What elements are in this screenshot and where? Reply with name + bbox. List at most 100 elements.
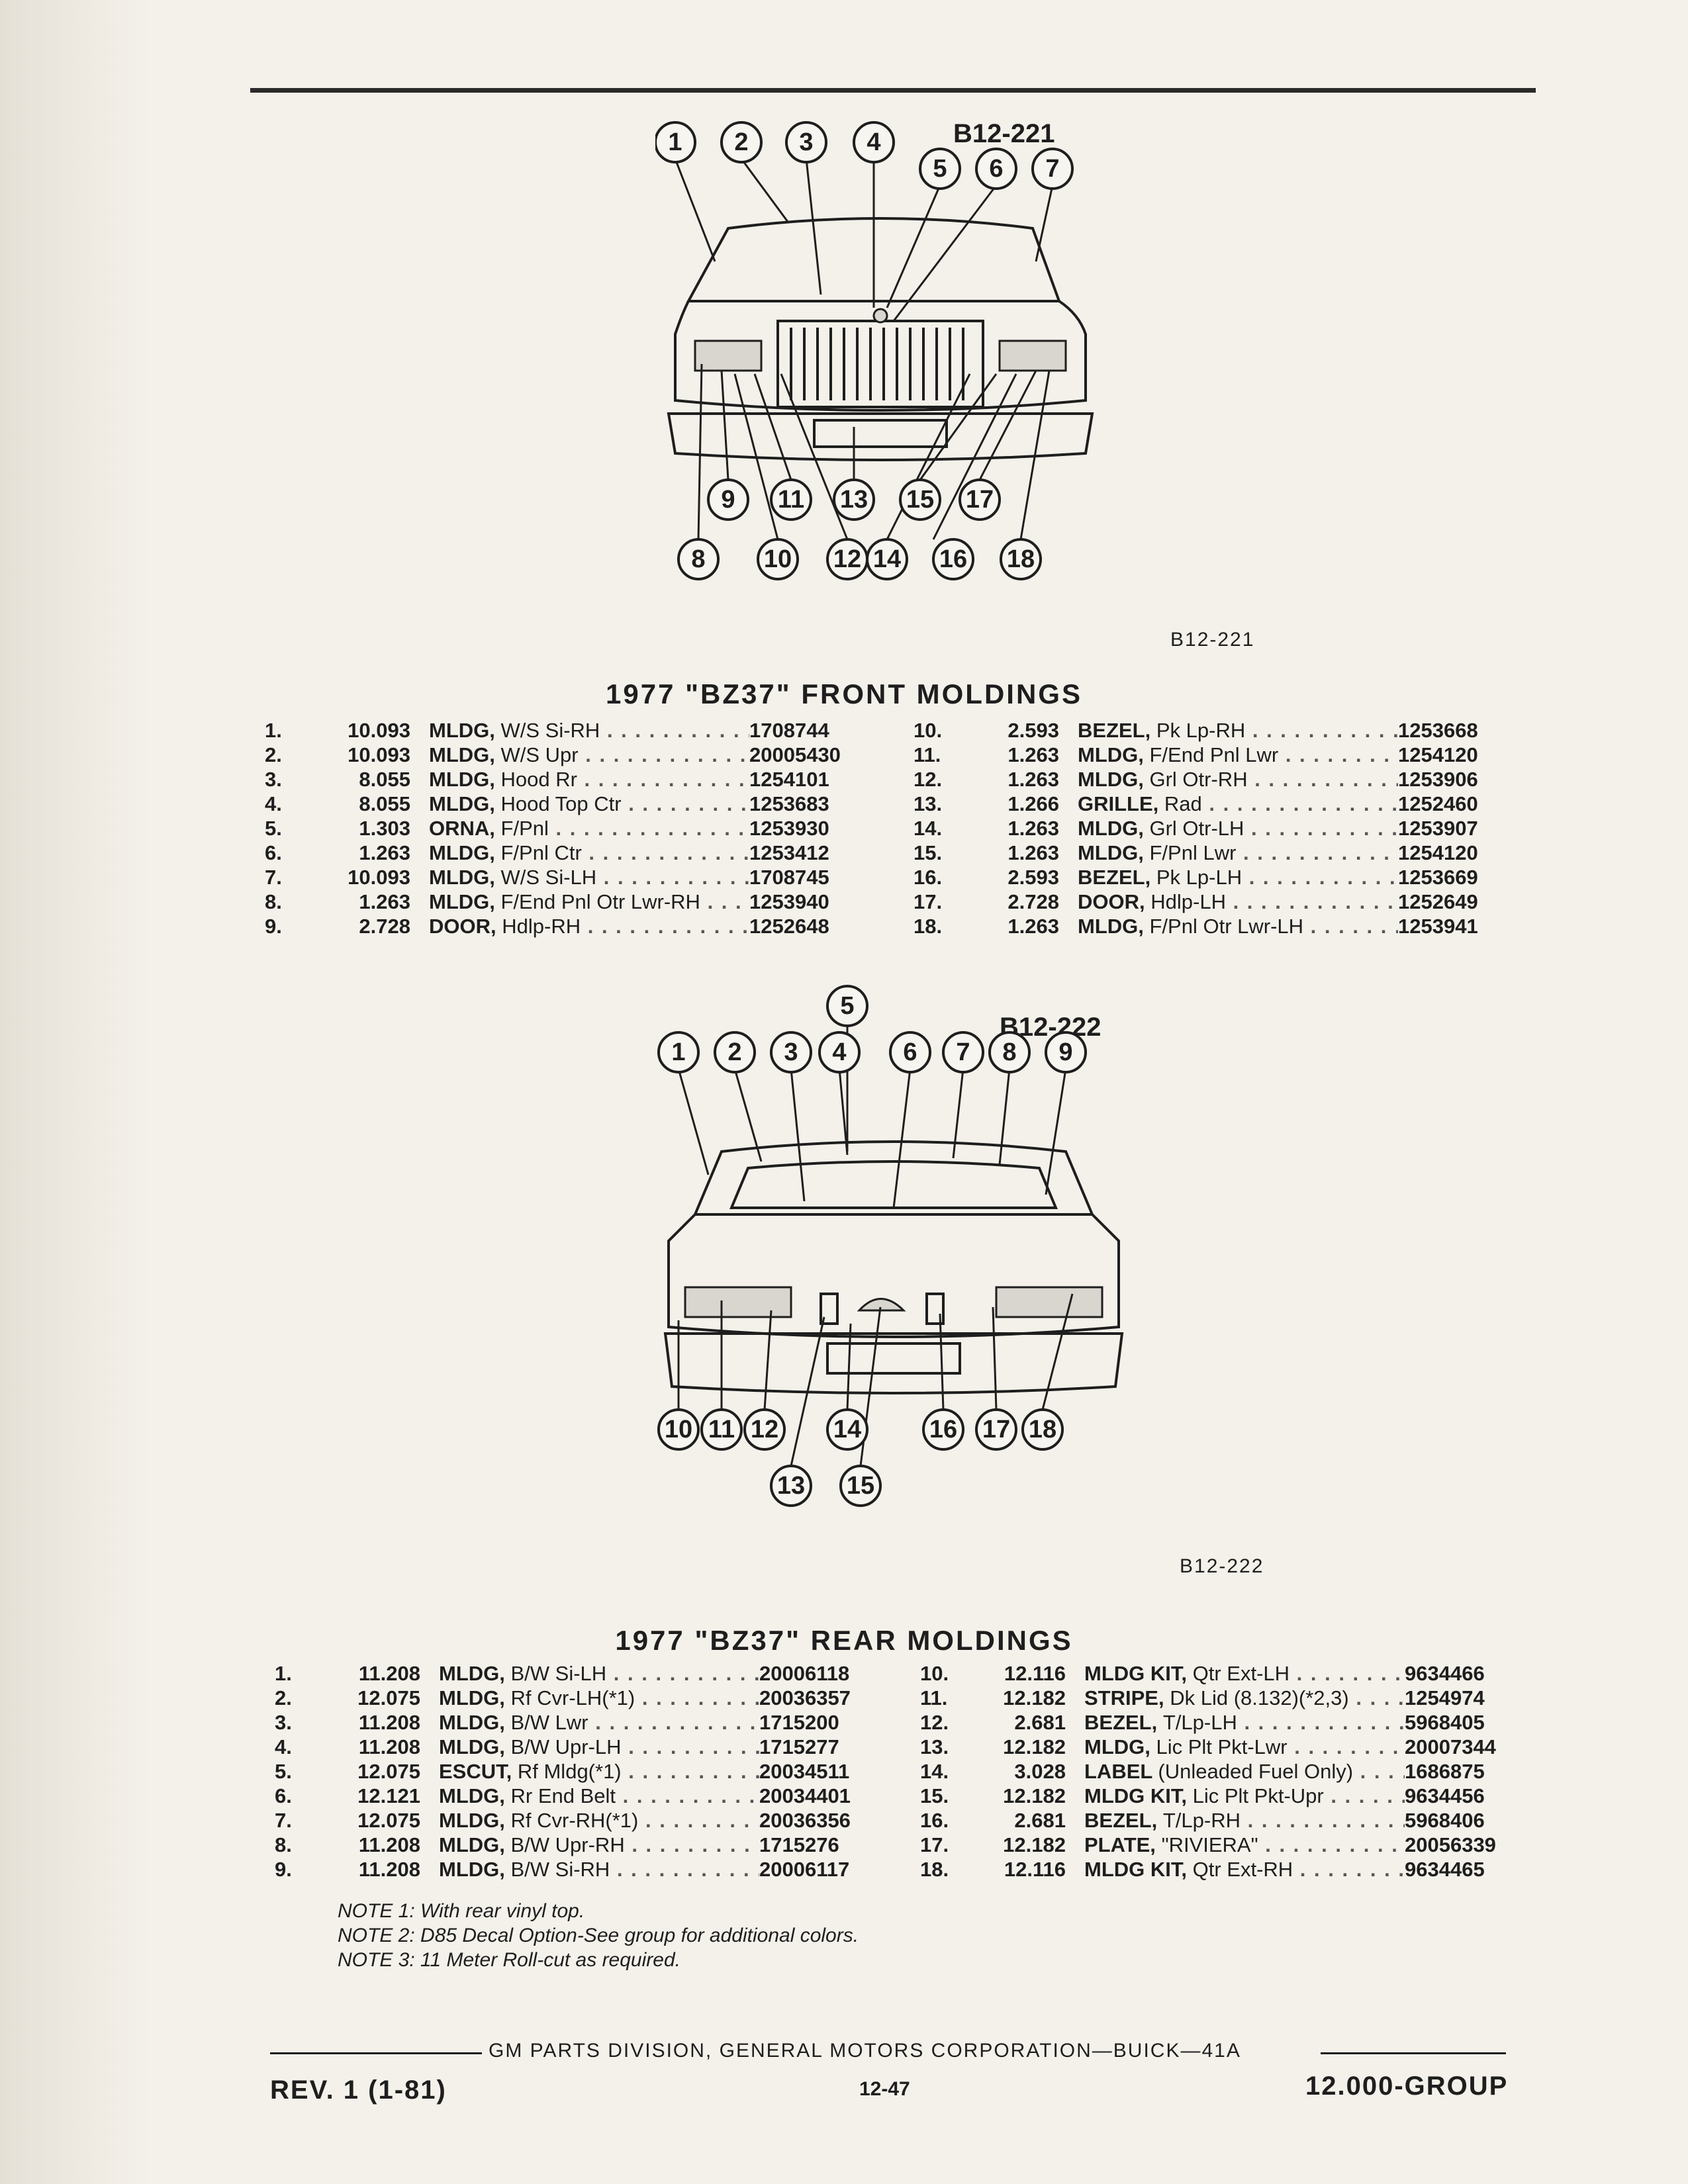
dot-leader: . . . . . . . . . . . . . . . . . . . . … <box>1331 1784 1405 1807</box>
callout-9: 9 <box>707 478 749 521</box>
dot-leader: . . . . . . . . . . . . . . . . . . . . … <box>1285 743 1398 766</box>
rear-figure-label: B12-222 <box>1180 1555 1264 1577</box>
callout-14: 14 <box>826 1408 868 1451</box>
dot-leader: . . . . . . . . . . . . . . . . . . . . … <box>1356 1686 1405 1709</box>
dot-leader: . . . . . . . . . . . . . . . . . . . . … <box>1248 865 1398 889</box>
dot-leader: . . . . . . . . . . . . . . . . . . . . … <box>1310 914 1398 938</box>
front-diagram-code: B12-221 <box>953 119 1055 148</box>
svg-text:4: 4 <box>867 128 880 156</box>
footer-rule-right <box>1321 2052 1506 2054</box>
dot-leader: . . . . . . . . . . . . . . . . . . . . … <box>1247 1808 1405 1832</box>
scan-edge <box>0 0 152 2184</box>
dot-leader: . . . . . . . . . . . . . . . . . . . . … <box>584 767 749 791</box>
dot-leader: . . . . . . . . . . . . . . . . . . . . … <box>1243 841 1398 864</box>
rear-moldings-diagram: B12-222 <box>649 976 1125 1559</box>
note-3: NOTE 3: 11 Meter Roll-cut as required. <box>338 1949 680 1971</box>
footer-revision: REV. 1 (1-81) <box>270 2075 447 2105</box>
rear-notes: NOTE 1: With rear vinyl top. NOTE 2: D85… <box>338 1899 859 1972</box>
dot-leader: . . . . . . . . . . . . . . . . . . . . … <box>645 1808 759 1832</box>
callout-16: 16 <box>922 1408 964 1451</box>
front-moldings-title: 1977 "BZ37" FRONT MOLDINGS <box>606 678 1082 709</box>
svg-text:2: 2 <box>734 128 748 156</box>
dot-leader: . . . . . . . . . . . . . . . . . . . . … <box>606 718 749 742</box>
dot-leader: . . . . . . . . . . . . . . . . . . . . … <box>1299 1857 1405 1881</box>
front-car-illustration: B12-221 <box>655 119 1094 580</box>
callout-8: 8 <box>988 1031 1031 1073</box>
callout-17: 17 <box>959 478 1001 521</box>
callout-10: 10 <box>657 1408 700 1451</box>
dot-leader: . . . . . . . . . . . . . . . . . . . . … <box>1360 1759 1405 1783</box>
dot-leader: . . . . . . . . . . . . . . . . . . . . … <box>1209 792 1398 815</box>
callout-8: 8 <box>677 538 720 580</box>
dot-leader: . . . . . . . . . . . . . . . . . . . . … <box>1254 767 1398 791</box>
svg-text:12: 12 <box>751 1416 778 1443</box>
callout-7: 7 <box>1031 148 1074 190</box>
svg-text:4: 4 <box>832 1038 846 1066</box>
svg-text:3: 3 <box>784 1038 798 1066</box>
svg-text:7: 7 <box>1045 155 1059 183</box>
svg-text:8: 8 <box>691 545 705 573</box>
svg-text:18: 18 <box>1029 1416 1056 1443</box>
callout-3: 3 <box>785 121 827 163</box>
dot-leader: . . . . . . . . . . . . . . . . . . . . … <box>1265 1833 1405 1856</box>
dot-leader: . . . . . . . . . . . . . . . . . . . . … <box>555 816 749 840</box>
dot-leader: . . . . . . . . . . . . . . . . . . . . … <box>1244 1710 1405 1734</box>
svg-text:11: 11 <box>708 1416 735 1443</box>
svg-text:15: 15 <box>906 486 934 514</box>
svg-text:5: 5 <box>933 155 947 183</box>
callout-15: 15 <box>899 478 941 521</box>
dot-leader: . . . . . . . . . . . . . . . . . . . . … <box>628 792 749 815</box>
callout-16: 16 <box>932 538 974 580</box>
footer-publisher: GM PARTS DIVISION, GENERAL MOTORS CORPOR… <box>489 2040 1241 2062</box>
front-moldings-diagram: B12-221 <box>655 109 1105 625</box>
callout-5: 5 <box>826 985 868 1027</box>
front-grille-bars <box>790 328 964 400</box>
svg-text:10: 10 <box>665 1416 692 1443</box>
front-figure-label: B12-221 <box>1170 629 1255 651</box>
svg-text:14: 14 <box>873 545 901 573</box>
svg-text:9: 9 <box>1058 1038 1072 1066</box>
callout-11: 11 <box>770 478 812 521</box>
callout-10: 10 <box>757 538 799 580</box>
callout-3: 3 <box>770 1031 812 1073</box>
svg-text:14: 14 <box>833 1416 861 1443</box>
callout-2: 2 <box>720 121 763 163</box>
svg-text:16: 16 <box>939 545 967 573</box>
dot-leader: . . . . . . . . . . . . . . . . . . . . … <box>1233 889 1398 913</box>
callout-6: 6 <box>889 1031 931 1073</box>
svg-text:2: 2 <box>727 1038 741 1066</box>
callout-12: 12 <box>743 1408 786 1451</box>
callout-18: 18 <box>1000 538 1042 580</box>
dot-leader: . . . . . . . . . . . . . . . . . . . . … <box>641 1686 759 1709</box>
svg-text:18: 18 <box>1007 545 1035 573</box>
dot-leader: . . . . . . . . . . . . . . . . . . . . … <box>632 1833 759 1856</box>
callout-4: 4 <box>853 121 895 163</box>
dot-leader: . . . . . . . . . . . . . . . . . . . . … <box>1251 816 1398 840</box>
dot-leader: . . . . . . . . . . . . . . . . . . . . … <box>1294 1735 1405 1758</box>
svg-text:10: 10 <box>764 545 792 573</box>
callout-13: 13 <box>833 478 875 521</box>
